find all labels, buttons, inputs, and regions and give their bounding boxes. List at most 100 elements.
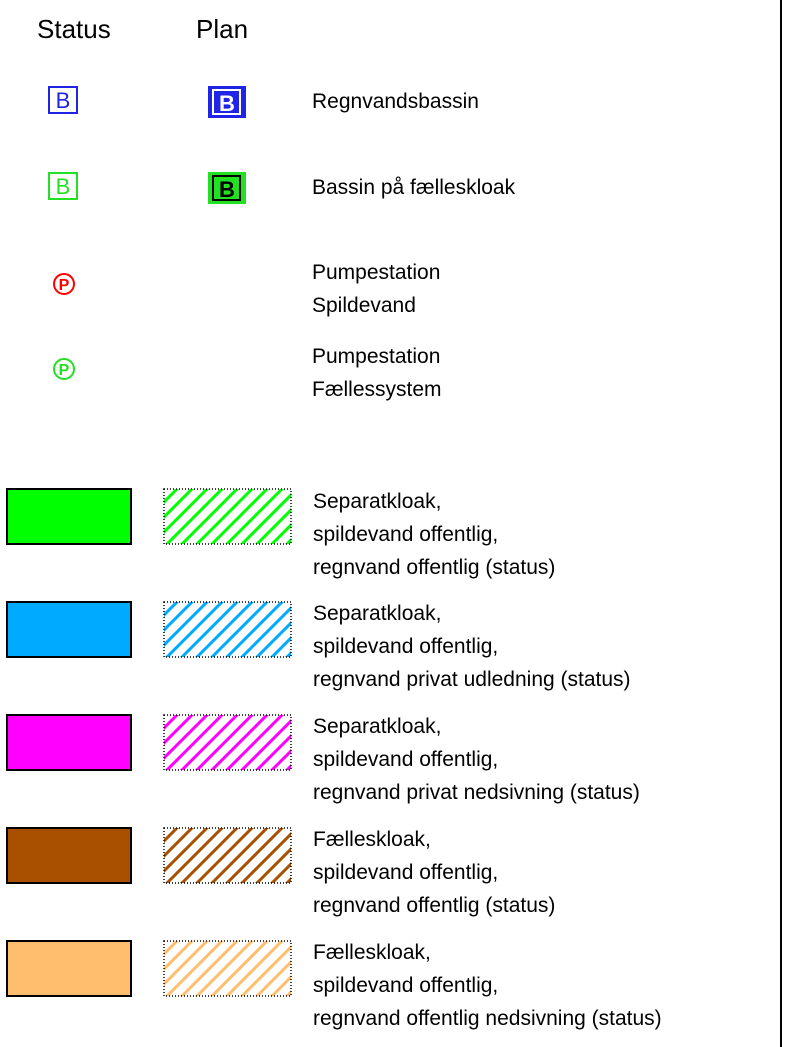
hatch-line bbox=[209, 602, 270, 657]
hatch-line bbox=[209, 715, 270, 770]
symbol-label-pumpestation-faellessystem: Pumpestation Fællessystem bbox=[312, 340, 442, 406]
status-pump-green-icon: P bbox=[53, 358, 75, 380]
hatch-line bbox=[254, 507, 291, 544]
label-line: Fælleskloak, bbox=[313, 828, 431, 851]
status-bassin-blue-letter: B bbox=[56, 88, 71, 113]
plan-bassin-green-letter: B bbox=[219, 177, 235, 202]
label-line: regnvand offentlig nedsivning (status) bbox=[313, 1007, 662, 1030]
hatch-border bbox=[163, 827, 292, 884]
area-label-separat-offentlig: Separatkloak, spildevand offentlig, regn… bbox=[313, 485, 555, 584]
plan-header: Plan bbox=[196, 14, 249, 44]
hatch-border bbox=[163, 601, 292, 658]
status-pump-red-letter: P bbox=[59, 277, 70, 294]
hatch-line bbox=[239, 492, 291, 544]
label-line: regnvand privat udledning (status) bbox=[313, 668, 631, 691]
label-line: Separatkloak, bbox=[313, 490, 442, 513]
symbol-label-regnvandsbassin: Regnvandsbassin bbox=[312, 90, 479, 113]
hatch-line bbox=[209, 828, 270, 883]
hatch-line bbox=[164, 715, 210, 761]
hatch-line bbox=[209, 941, 270, 996]
hatch-border bbox=[163, 488, 292, 545]
hatch-line bbox=[194, 602, 255, 657]
hatch-line bbox=[209, 489, 270, 544]
hatch-line bbox=[224, 489, 285, 544]
area-label-separat-privat-nedsivning: Separatkloak, spildevand offentlig, regn… bbox=[313, 710, 640, 809]
hatch-line bbox=[194, 941, 255, 996]
hatch-line bbox=[179, 489, 240, 544]
status-header: Status bbox=[37, 14, 111, 44]
hatch-line bbox=[179, 828, 240, 883]
hatch-line bbox=[224, 941, 285, 996]
hatch-line bbox=[269, 635, 291, 657]
hatch-line bbox=[164, 602, 225, 657]
hatch-line bbox=[179, 602, 240, 657]
hatch-line bbox=[164, 602, 210, 648]
label-line: Spildevand bbox=[312, 294, 416, 317]
hatch-line bbox=[194, 489, 255, 544]
label-line: regnvand offentlig (status) bbox=[313, 556, 556, 579]
symbol-label-bassin-faelleskloak: Bassin på fælleskloak bbox=[312, 176, 516, 199]
hatch-line bbox=[269, 974, 291, 996]
label-line: spildevand offentlig, bbox=[313, 523, 499, 546]
hatch-line bbox=[224, 828, 285, 883]
hatch-border bbox=[163, 714, 292, 771]
hatch-border bbox=[163, 940, 292, 997]
label-line: spildevand offentlig, bbox=[313, 861, 499, 884]
hatch-line bbox=[254, 846, 291, 883]
hatch-line bbox=[254, 620, 291, 657]
status-pump-red-icon: P bbox=[53, 273, 75, 295]
plan-bassin-blue-icon: B bbox=[208, 86, 246, 118]
label-line: Pumpestation bbox=[312, 345, 441, 368]
label-line: regnvand offentlig (status) bbox=[313, 894, 556, 917]
hatch-line bbox=[164, 941, 225, 996]
plan-hatch-separat-privat-nedsivning bbox=[163, 714, 292, 771]
hatch-line bbox=[194, 715, 255, 770]
area-label-separat-privat-udledning: Separatkloak, spildevand offentlig, regn… bbox=[313, 597, 631, 696]
hatch-line bbox=[164, 941, 210, 987]
hatch-line bbox=[239, 605, 291, 657]
plan-bassin-blue-letter: B bbox=[219, 91, 235, 116]
hatch-line bbox=[179, 941, 240, 996]
hatch-line bbox=[239, 944, 291, 996]
status-bassin-green-letter: B bbox=[56, 174, 71, 199]
plan-bassin-green-icon: B bbox=[208, 172, 246, 204]
hatch-line bbox=[164, 715, 180, 731]
plan-hatch-faelles-offentlig bbox=[163, 827, 292, 884]
hatch-line bbox=[164, 828, 225, 883]
hatch-line bbox=[254, 959, 291, 996]
symbol-label-pumpestation-spildevand: Pumpestation Spildevand bbox=[312, 256, 440, 322]
plan-hatch-faelles-nedsivning bbox=[163, 940, 292, 997]
hatch-line bbox=[164, 941, 180, 957]
label-line: regnvand privat nedsivning (status) bbox=[313, 781, 640, 804]
hatch-line bbox=[269, 522, 291, 544]
hatch-line bbox=[224, 715, 285, 770]
label-line: Fællessystem bbox=[312, 378, 442, 401]
label-line: spildevand offentlig, bbox=[313, 635, 499, 658]
hatch-line bbox=[224, 602, 285, 657]
status-pump-green-letter: P bbox=[59, 362, 70, 379]
status-swatch-separat-privat-udledning bbox=[6, 601, 132, 658]
status-bassin-blue-icon: B bbox=[48, 86, 78, 114]
hatch-line bbox=[239, 831, 291, 883]
hatch-line bbox=[254, 733, 291, 770]
hatch-line bbox=[194, 828, 255, 883]
hatch-line bbox=[269, 861, 291, 883]
hatch-line bbox=[269, 748, 291, 770]
right-border-line bbox=[780, 0, 782, 1047]
hatch-line bbox=[179, 715, 240, 770]
hatch-line bbox=[239, 718, 291, 770]
hatch-line bbox=[164, 602, 180, 618]
hatch-line bbox=[164, 828, 180, 844]
status-swatch-separat-offentlig bbox=[6, 488, 132, 545]
label-line: Fælleskloak, bbox=[313, 941, 431, 964]
status-swatch-faelles-offentlig bbox=[6, 827, 132, 884]
hatch-line bbox=[164, 828, 210, 874]
label-line: spildevand offentlig, bbox=[313, 974, 499, 997]
label-line: Separatkloak, bbox=[313, 715, 442, 738]
status-bassin-green-icon: B bbox=[48, 172, 78, 200]
status-swatch-separat-privat-nedsivning bbox=[6, 714, 132, 771]
label-line: spildevand offentlig, bbox=[313, 748, 499, 771]
hatch-line bbox=[164, 715, 225, 770]
hatch-line bbox=[164, 489, 180, 505]
status-swatch-faelles-nedsivning bbox=[6, 940, 132, 997]
